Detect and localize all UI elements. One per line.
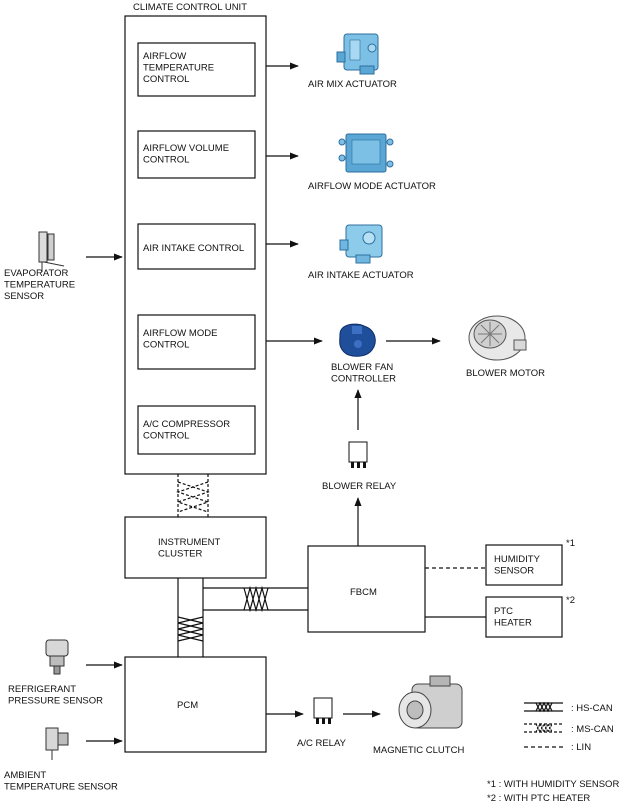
label-line: AIR MIX ACTUATOR	[308, 79, 397, 90]
ac-relay-icon	[313, 697, 333, 724]
blower-motor-label: BLOWER MOTOR	[466, 368, 545, 379]
label-line: INSTRUMENT	[158, 537, 220, 548]
footnote-ptc: *2 : WITH PTC HEATER	[487, 793, 590, 804]
label-line: HEATER	[494, 618, 532, 629]
ambient-sensor-icon	[45, 727, 69, 760]
hs-can-cluster-pcm	[177, 578, 204, 657]
label-line: REFRIGERANT	[8, 684, 76, 695]
ac-relay-label: A/C RELAY	[297, 738, 347, 749]
blower-relay-icon	[348, 441, 368, 468]
label-line: A/C RELAY	[297, 738, 347, 749]
label-line: PRESSURE SENSOR	[8, 696, 103, 707]
label-line: HUMIDITY	[494, 554, 541, 565]
label-line: EVAPORATOR	[4, 268, 69, 279]
legend-lin-label: : LIN	[571, 742, 591, 753]
hs-can-cluster-fbcm	[202, 578, 308, 613]
label-line: AMBIENT	[4, 770, 46, 781]
label-line: AIRFLOW MODE	[143, 328, 217, 339]
label-line: AIR INTAKE CONTROL	[143, 243, 244, 254]
label-line: PCM	[177, 700, 198, 711]
instrument-cluster-box	[124, 516, 267, 579]
blower-motor-icon	[468, 315, 527, 361]
label-line: TEMPERATURE SENSOR	[4, 782, 118, 793]
label-line: FBCM	[350, 587, 377, 598]
label-line: AIRFLOW	[143, 51, 186, 62]
fbcm-label: FBCM	[350, 587, 377, 598]
label-line: MAGNETIC CLUTCH	[373, 745, 464, 756]
label-line: BLOWER RELAY	[322, 481, 397, 492]
air-mix-actuator-label: AIR MIX ACTUATOR	[308, 79, 397, 90]
label-line: AIR INTAKE ACTUATOR	[308, 270, 414, 281]
airflow-mode-actuator-icon	[338, 133, 394, 173]
airflow-mode-actuator-label: AIRFLOW MODE ACTUATOR	[308, 181, 436, 192]
label-line: BLOWER MOTOR	[466, 368, 545, 379]
magnetic-clutch-icon	[398, 675, 463, 729]
blower-fan-controller-icon	[339, 323, 376, 357]
ac-compressor-control-block	[137, 405, 256, 455]
ptc-mark: *2	[566, 595, 575, 606]
label-line: CONTROL	[143, 74, 189, 85]
airflow-volume-control-block	[137, 130, 256, 179]
airflow-temperature-control-block	[137, 42, 256, 97]
label-line: CONTROL	[143, 340, 189, 351]
label-line: TEMPERATURE	[143, 63, 214, 74]
ptc-heater-box	[485, 596, 563, 638]
label-line: TEMPERATURE	[4, 280, 75, 291]
legend-ms-can-label: : MS-CAN	[571, 724, 614, 735]
fbcm-box	[307, 545, 426, 633]
label-line: CONTROL	[143, 431, 189, 442]
air-intake-actuator-label: AIR INTAKE ACTUATOR	[308, 270, 414, 281]
climate-unit-title: CLIMATE CONTROL UNIT	[133, 2, 247, 13]
air-intake-control-label: AIR INTAKE CONTROL	[143, 243, 244, 254]
label-line: CLUSTER	[158, 549, 202, 560]
ms-can-connection	[176, 474, 210, 517]
legend-ms-can-symbol	[524, 722, 563, 734]
pcm-label: PCM	[177, 700, 198, 711]
label-line: SENSOR	[4, 291, 44, 302]
air-intake-actuator-icon	[339, 224, 383, 264]
label-line: A/C COMPRESSOR	[143, 419, 230, 430]
legend: : HS-CAN : MS-CAN : LIN	[524, 701, 614, 753]
refrigerant-sensor-icon	[45, 639, 69, 675]
label-line: AIRFLOW VOLUME	[143, 143, 229, 154]
legend-hs-can-label: : HS-CAN	[571, 703, 613, 714]
evaporator-sensor-icon	[38, 231, 65, 272]
label-line: AIRFLOW MODE ACTUATOR	[308, 181, 436, 192]
label-line: SENSOR	[494, 566, 534, 577]
humidity-mark: *1	[566, 538, 575, 549]
air-mix-actuator-icon	[336, 33, 379, 75]
humidity-sensor-box	[485, 544, 563, 586]
label-line: CONTROLLER	[331, 374, 396, 385]
label-line: CONTROL	[143, 155, 189, 166]
label-line: BLOWER FAN	[331, 362, 393, 373]
legend-hs-can-symbol	[524, 701, 563, 713]
label-line: PTC	[494, 606, 513, 617]
blower-relay-label: BLOWER RELAY	[322, 481, 397, 492]
magnetic-clutch-label: MAGNETIC CLUTCH	[373, 745, 464, 756]
footnote-humidity: *1 : WITH HUMIDITY SENSOR	[487, 779, 619, 790]
pcm-box	[124, 656, 267, 753]
air-intake-control-block	[137, 223, 256, 270]
airflow-mode-control-block	[137, 314, 256, 370]
